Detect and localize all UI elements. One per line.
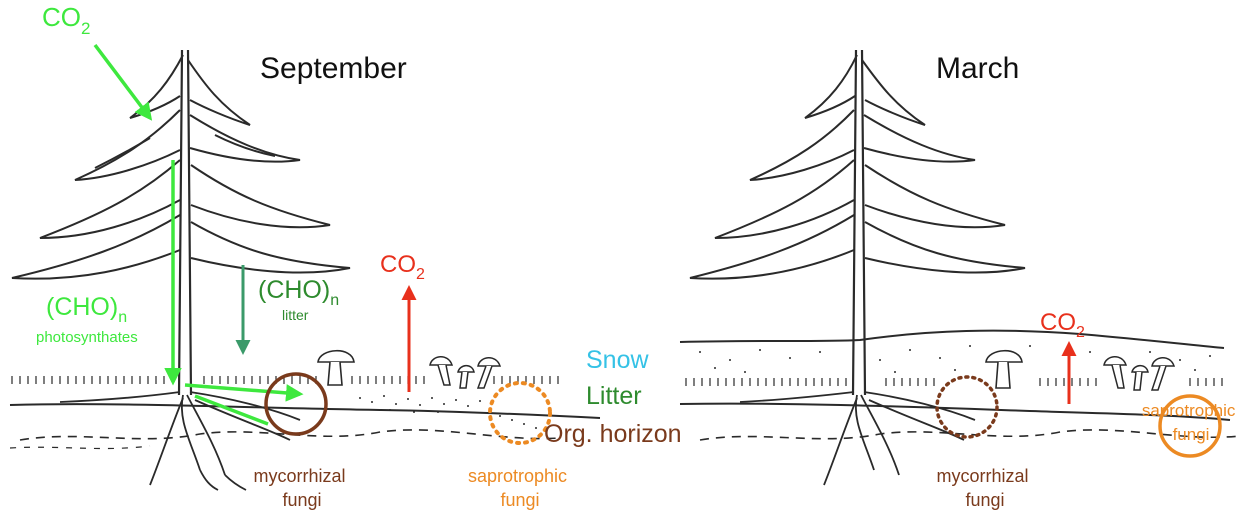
saprotrophic-fungi-circle-march [1158,394,1222,458]
co2-efflux-label-march: CO2 [1040,309,1085,341]
mycorrhizal-label-march: mycorrhizal fungi [936,466,1033,510]
saprotrophic-label-march: saprotrophic fungi [1142,401,1240,444]
ground-line-march [679,402,1231,421]
september-panel: September CO2 (CHO)n photosynthates (CHO… [9,2,601,510]
mycorrhizal-fungi-circle-march [935,375,999,439]
litter-layer-march [685,378,1223,386]
spruce-roots-september [59,391,301,491]
mycorrhizal-fungi-circle-september [264,372,328,436]
march-title: March [936,52,1019,85]
snow-surface-march [679,329,1225,349]
photosynthate-fungi-arrow [194,394,269,426]
saprotrophic-fungi-circle-september [488,381,552,445]
photosynthates-formula: (CHO)n [46,293,127,326]
saprotrophic-mushrooms-september [429,356,502,389]
legend-snow: Snow [586,346,649,374]
mycorrhizal-mushroom-september [317,349,355,386]
photosynthates-caption: photosynthates [36,329,138,346]
soil-stipple-september [359,395,537,429]
co2-uptake-arrow [93,43,153,121]
litter-formula: (CHO)n [258,276,339,309]
spruce-branches-september [11,54,351,280]
co2-efflux-label-september: CO2 [380,251,425,283]
spruce-trunk-september [177,49,193,396]
layer-legend: Snow Litter Org. horizon [544,346,682,448]
deeper-soil-boundary-september [9,445,151,450]
spruce-trunk-march [851,49,867,396]
legend-litter: Litter [586,382,642,410]
org-horizon-boundary-september [19,429,561,441]
photosynthate-root-arrow [184,383,304,402]
september-title: September [260,52,407,85]
saprotrophic-mushrooms-march [1103,356,1176,391]
mycorrhizal-mushroom-march [985,349,1023,389]
legend-org-horizon: Org. horizon [544,420,682,448]
ground-line-september [9,403,601,419]
co2-uptake-label: CO2 [42,2,90,38]
saprotrophic-label-september: saprotrophic fungi [468,466,572,510]
mycorrhizal-label-september: mycorrhizal fungi [253,466,350,510]
march-panel: March CO2 mycorrhizal fungi saprotrophic… [679,49,1241,510]
org-horizon-boundary-march [699,429,1241,441]
spruce-branches-march [689,54,1026,280]
litter-caption: litter [282,307,309,323]
